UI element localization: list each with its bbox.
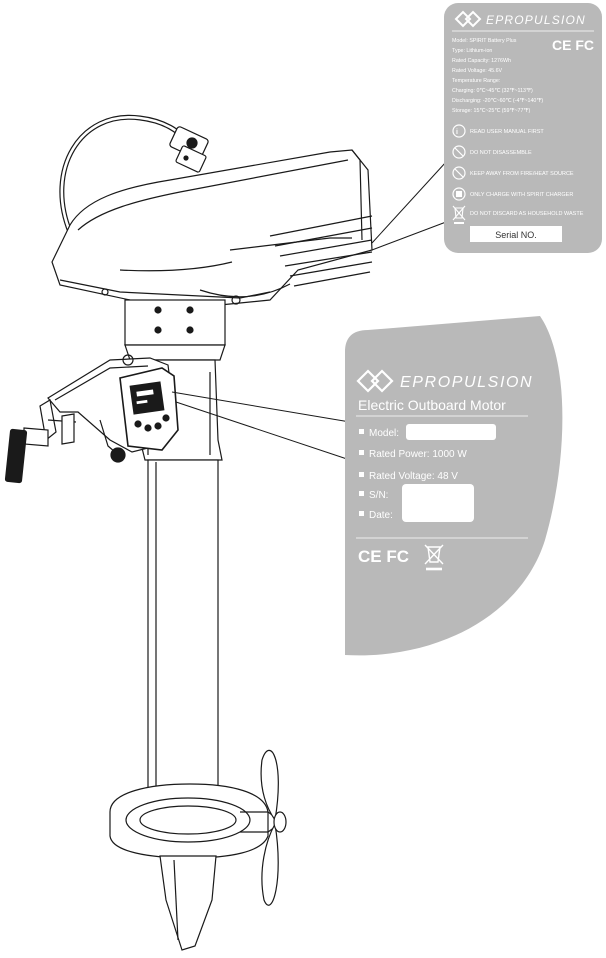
rated-voltage-label: Rated Voltage: 48 V bbox=[369, 471, 458, 482]
battery-cert-marks: CE FC bbox=[552, 37, 594, 53]
motor-label-title: Electric Outboard Motor bbox=[358, 397, 506, 413]
read-manual-icon bbox=[452, 124, 466, 138]
spec-line: Rated Capacity: 1276Wh bbox=[452, 58, 511, 64]
sn-date-field-box bbox=[402, 484, 474, 522]
warning-item: DO NOT DISCARD AS HOUSEHOLD WASTE bbox=[452, 205, 584, 224]
warning-text: KEEP AWAY FROM FIRE/HEAT SOURCE bbox=[470, 171, 574, 177]
warning-item: i READ USER MANUAL FIRST bbox=[452, 124, 544, 138]
svg-text:i: i bbox=[456, 129, 458, 136]
control-panel bbox=[119, 367, 179, 451]
battery-pack bbox=[51, 149, 373, 306]
battery-spec-label: EPROPULSION CE FC Model: SPIRIT Battery … bbox=[444, 3, 602, 253]
battery-label-brand: EPROPULSION bbox=[486, 13, 586, 27]
crossed-bin-icon bbox=[424, 544, 444, 571]
model-field-box bbox=[406, 424, 496, 440]
date-field-label: Date: bbox=[369, 510, 393, 521]
rated-power-label: Rated Power: 1000 W bbox=[369, 449, 467, 460]
spec-line: Discharging: -20℃~60℃ (-4℉~140℉) bbox=[452, 98, 543, 104]
warning-item: KEEP AWAY FROM FIRE/HEAT SOURCE bbox=[452, 166, 574, 180]
brand-logo-icon bbox=[454, 10, 482, 28]
model-field-label: Model: bbox=[369, 428, 399, 439]
warning-text: ONLY CHARGE WITH SPIRIT CHARGER bbox=[470, 192, 573, 198]
motor-label-brand: EPROPULSION bbox=[400, 374, 533, 391]
motor-cert-marks: CE FC bbox=[358, 547, 409, 566]
spec-line: Temperature Range: bbox=[452, 78, 500, 84]
outboard-motor-drawing bbox=[4, 114, 373, 951]
serial-number-label: Serial NO. bbox=[495, 230, 537, 240]
warning-item: ONLY CHARGE WITH SPIRIT CHARGER bbox=[452, 187, 573, 201]
warning-text: DO NOT DISCARD AS HOUSEHOLD WASTE bbox=[470, 211, 584, 217]
lower-unit bbox=[109, 783, 284, 859]
warning-text: READ USER MANUAL FIRST bbox=[470, 129, 544, 135]
battery-spec-list: Model: SPIRIT Battery Plus Type: Lithium… bbox=[452, 38, 543, 114]
drive-shaft bbox=[147, 459, 219, 811]
spec-line: Rated Voltage: 45.6V bbox=[452, 68, 503, 74]
no-fire-icon bbox=[452, 166, 466, 180]
serial-number-box bbox=[470, 226, 562, 242]
warning-item: DO NOT DISASSEMBLE bbox=[452, 145, 532, 159]
crossed-bin-icon bbox=[452, 205, 466, 224]
sn-field-label: S/N: bbox=[369, 490, 388, 501]
spec-line: Type: Lithium-ion bbox=[452, 48, 492, 54]
spec-line: Model: SPIRIT Battery Plus bbox=[452, 38, 517, 44]
no-disassemble-icon bbox=[452, 145, 466, 159]
brand-logo-icon bbox=[356, 369, 394, 393]
motor-spec-label: EPROPULSION Electric Outboard Motor Mode… bbox=[345, 316, 563, 656]
charger-only-icon bbox=[452, 187, 466, 201]
spec-line: Charging: 0℃~45℃ (32℉~113℉) bbox=[452, 88, 533, 94]
spec-line: Storage: 15℃~25℃ (59℉~77℉) bbox=[452, 108, 530, 114]
battery-warning-list: i READ USER MANUAL FIRST DO NOT DISASSEM… bbox=[452, 124, 584, 224]
tiller-handle bbox=[4, 413, 75, 484]
skeg bbox=[159, 855, 217, 951]
propeller bbox=[260, 749, 287, 906]
callout-lines bbox=[171, 161, 447, 463]
mounting-block bbox=[124, 299, 226, 361]
cable-connector bbox=[169, 126, 209, 173]
warning-text: DO NOT DISASSEMBLE bbox=[470, 150, 532, 156]
